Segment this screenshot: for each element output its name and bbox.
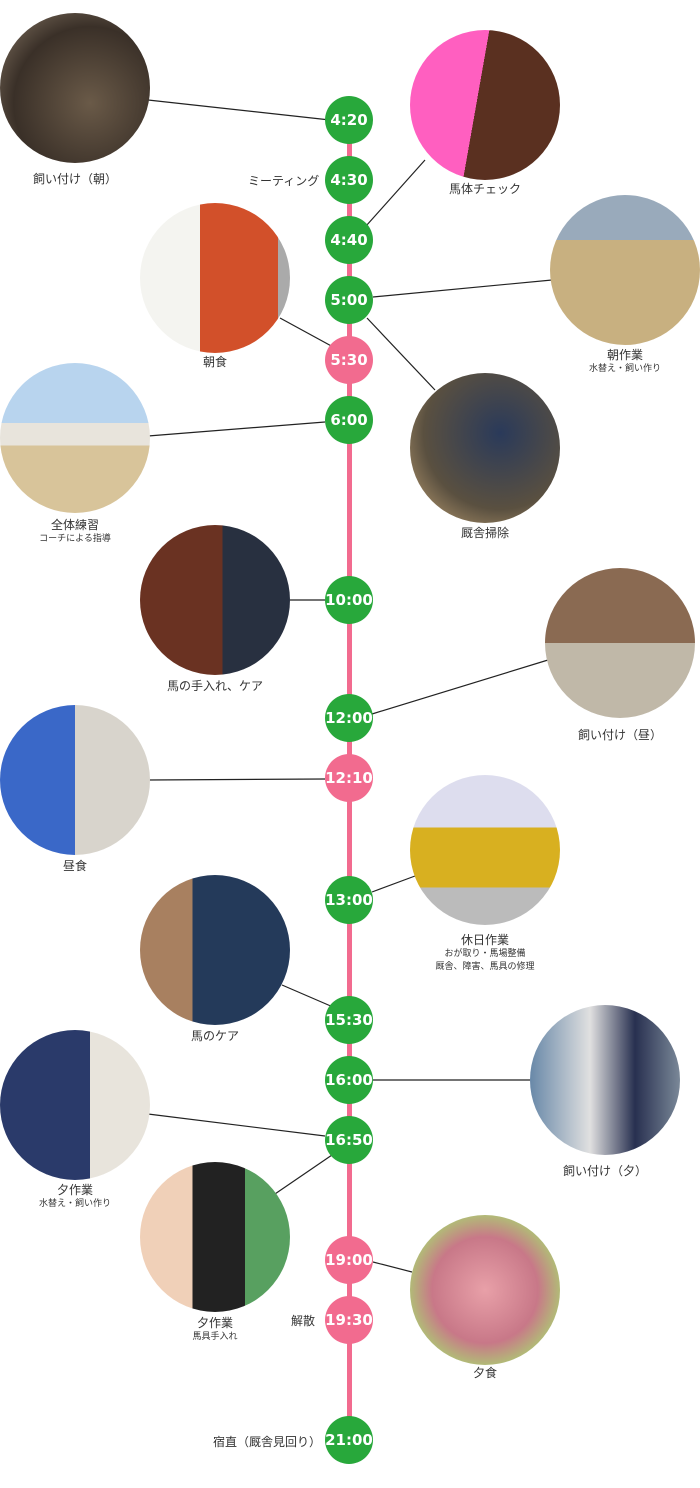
- dismiss-label: 解散: [291, 1314, 316, 1328]
- photo-feeding-evening: [530, 1005, 680, 1155]
- time-badge: 5:30: [325, 336, 373, 384]
- photo-feeding-morning: [0, 13, 150, 163]
- activity-label: 昼食: [62, 859, 87, 873]
- photo-evening-work: [0, 1030, 150, 1180]
- meeting-label: ミーティング: [248, 174, 320, 188]
- photo-holiday-work: [410, 775, 560, 925]
- photo-horse-check: [410, 30, 560, 180]
- photo-dinner: [410, 1215, 560, 1365]
- activity-label: 夕作業馬具手入れ: [192, 1316, 238, 1342]
- time-badge: 16:00: [325, 1056, 373, 1104]
- activity-label: 飼い付け（朝）: [32, 172, 117, 186]
- time-badge: 12:00: [325, 694, 373, 742]
- photo-horse-care-2: [140, 875, 290, 1025]
- time-badge: 6:00: [325, 396, 373, 444]
- photo-horse-care: [140, 525, 290, 675]
- night-duty-label: 宿直（厩舎見回り）: [213, 1435, 322, 1449]
- time-badge: 4:40: [325, 216, 373, 264]
- activity-label: 飼い付け（昼）: [577, 728, 662, 742]
- activity-label: 飼い付け（夕）: [562, 1164, 647, 1178]
- photo-breakfast: [140, 203, 290, 353]
- time-badge: 4:20: [325, 96, 373, 144]
- activity-label: 夕作業水替え・飼い作り: [38, 1183, 111, 1209]
- activity-label: 朝作業水替え・飼い作り: [588, 348, 661, 374]
- activity-label: 夕食: [472, 1366, 497, 1380]
- photo-morning-work: [550, 195, 700, 345]
- photo-evening-tack: [140, 1162, 290, 1312]
- time-badge: 10:00: [325, 576, 373, 624]
- photo-feeding-noon: [545, 568, 695, 718]
- time-badge: 15:30: [325, 996, 373, 1044]
- photo-group-training: [0, 363, 150, 513]
- time-badge: 13:00: [325, 876, 373, 924]
- time-badge: 21:00: [325, 1416, 373, 1464]
- time-badge: 19:00: [325, 1236, 373, 1284]
- activity-label: 厩舎掃除: [460, 526, 509, 540]
- photo-lunch: [0, 705, 150, 855]
- photo-stable-cleaning: [410, 373, 560, 523]
- time-badge: 4:30: [325, 156, 373, 204]
- time-badge: 16:50: [325, 1116, 373, 1164]
- activity-label: 馬の手入れ、ケア: [166, 679, 264, 693]
- time-badge: 12:10: [325, 754, 373, 802]
- time-badge: 19:30: [325, 1296, 373, 1344]
- activity-label: 朝食: [202, 355, 227, 369]
- activity-label: 全体練習コーチによる指導: [39, 518, 111, 544]
- activity-label: 馬のケア: [190, 1029, 239, 1043]
- time-badge: 5:00: [325, 276, 373, 324]
- activity-label: 休日作業おが取り・馬場整備厩舎、障害、馬具の修理: [435, 933, 535, 972]
- activity-label: 馬体チェック: [448, 182, 521, 196]
